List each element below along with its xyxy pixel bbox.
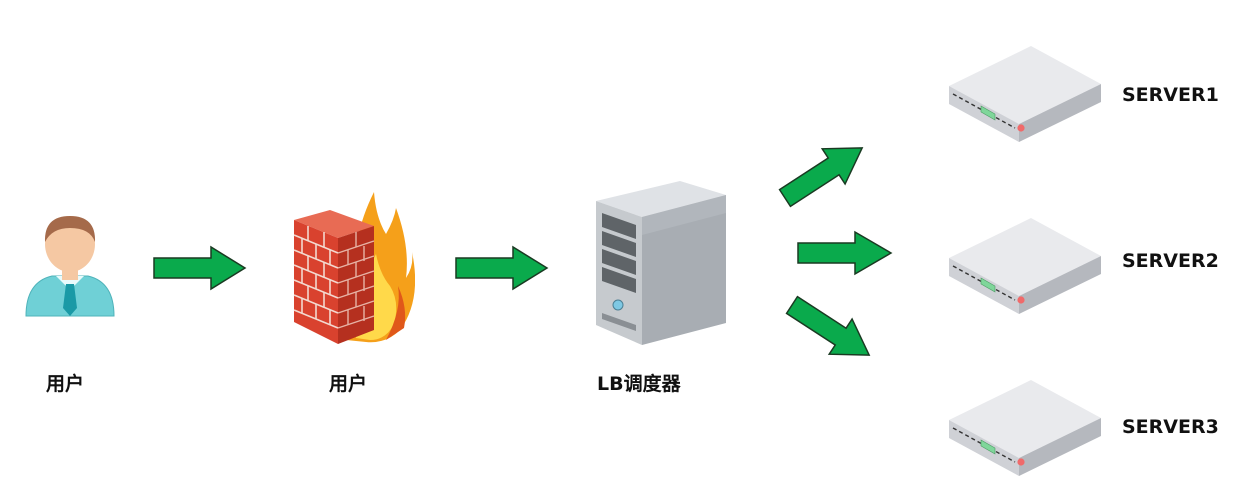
- lb-label: LB调度器: [597, 373, 681, 395]
- arrow-right-icon: [455, 245, 549, 291]
- arrow-lb-to-server1: [777, 128, 881, 208]
- arrow-right-icon: [153, 245, 247, 291]
- arrow-lb-to-server2: [797, 228, 893, 278]
- arrow-right-icon: [797, 230, 893, 276]
- rack-server-icon: [949, 218, 1101, 314]
- server1-label: SERVER1: [1122, 84, 1219, 106]
- user-node: [22, 212, 118, 324]
- arrow-up-right-icon: [778, 147, 864, 208]
- rack-server-icon: [949, 380, 1101, 476]
- arrow-firewall-to-lb: [455, 245, 549, 291]
- firewall-node: [290, 190, 415, 345]
- user-label: 用户: [46, 373, 85, 395]
- rack-server-icon: [949, 46, 1101, 142]
- user-icon: [25, 216, 115, 317]
- arrow-down-right-icon: [785, 295, 871, 356]
- server1-node: [945, 44, 1105, 146]
- server3-node: [945, 378, 1105, 480]
- arrow-lb-to-server3: [782, 295, 886, 375]
- firewall-label: 用户: [329, 373, 368, 395]
- lb-node: [588, 173, 730, 348]
- firewall-icon: [293, 192, 415, 344]
- server2-label: SERVER2: [1122, 250, 1219, 272]
- server3-label: SERVER3: [1122, 416, 1219, 438]
- server2-node: [945, 216, 1105, 318]
- arrow-user-to-firewall: [153, 245, 247, 291]
- tower-server-icon: [596, 181, 726, 345]
